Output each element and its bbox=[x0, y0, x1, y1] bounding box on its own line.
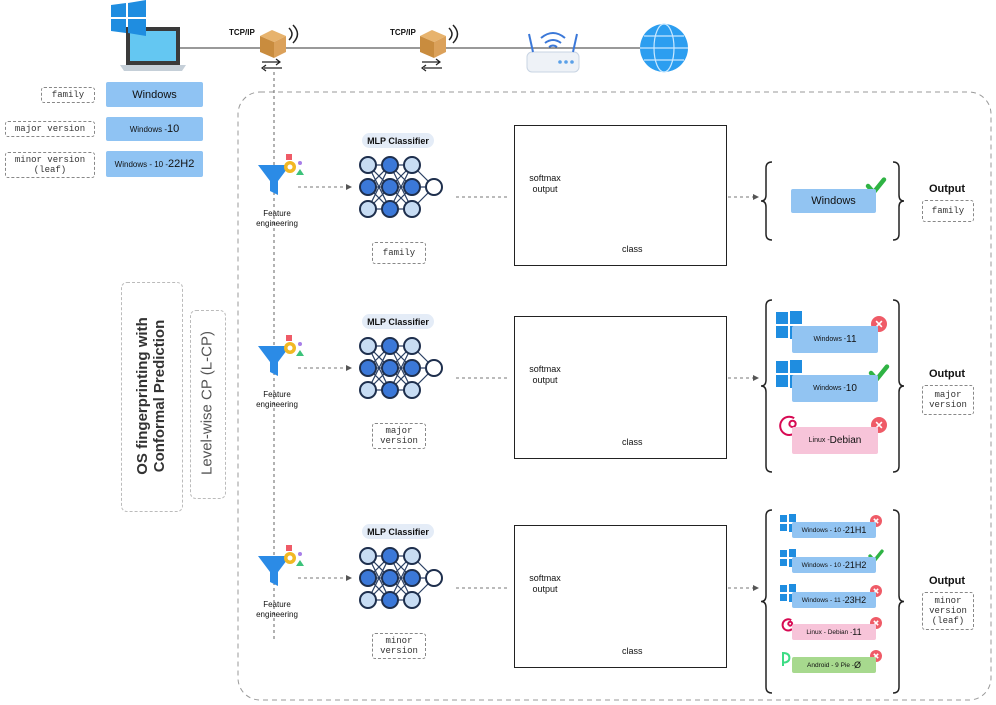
packet-icon bbox=[420, 24, 459, 72]
output-chip-minor: Linux - Debian - 11 bbox=[792, 624, 876, 640]
chip-value: 11 bbox=[846, 334, 857, 345]
softmax-chart-frame bbox=[514, 525, 727, 668]
mlp-classifier-label: MLP Classifier bbox=[362, 314, 434, 329]
debian-logo-icon bbox=[779, 415, 797, 436]
softmax-chart-frame bbox=[514, 316, 727, 459]
output-tag: family bbox=[922, 200, 974, 222]
main-title: OS fingerprinting with Conformal Predict… bbox=[134, 317, 168, 475]
feature-engineering-label: Feature engineering bbox=[256, 390, 298, 409]
set-brace-left bbox=[760, 299, 773, 473]
mlp-classifier-label: MLP Classifier bbox=[362, 133, 434, 148]
tcp-ip-label: TCP/IP bbox=[229, 28, 255, 37]
major-value: 10 bbox=[167, 123, 180, 135]
tcp-ip-label: TCP/IP bbox=[390, 28, 416, 37]
arrow-head bbox=[753, 194, 759, 200]
major-prefix: Windows - bbox=[129, 124, 168, 134]
chip-value: Ø bbox=[853, 660, 861, 670]
output-tag: minor version (leaf) bbox=[922, 592, 974, 630]
arrow-head bbox=[753, 375, 759, 381]
packet-icon bbox=[260, 24, 299, 72]
level-tag: family bbox=[372, 242, 426, 264]
level-tag: major version bbox=[372, 423, 426, 449]
set-brace-right bbox=[892, 509, 905, 694]
output-title: Output bbox=[928, 183, 966, 195]
softmax-axis-label: softmax output bbox=[529, 364, 561, 385]
arrow-head bbox=[346, 575, 352, 581]
level-tag-family: family bbox=[41, 87, 95, 103]
class-axis-label: class bbox=[622, 646, 643, 656]
output-chip-major: Linux - Debian bbox=[792, 427, 878, 454]
output-chip-minor: Windows - 10 - 21H2 bbox=[792, 557, 876, 573]
chip-value: Debian bbox=[829, 435, 862, 446]
output-chip-major: Windows - 11 bbox=[792, 326, 878, 353]
arrow-head bbox=[346, 184, 352, 190]
chip-prefix: Android - 9 Pie - bbox=[807, 661, 854, 669]
chip-prefix: Windows - 10 - bbox=[801, 561, 845, 569]
output-title: Output bbox=[928, 575, 966, 587]
chip-value: 11 bbox=[852, 627, 862, 637]
feature-engineering-label: Feature engineering bbox=[256, 209, 298, 228]
class-axis-label: class bbox=[622, 437, 643, 447]
neural-network-icon bbox=[359, 156, 443, 218]
softmax-chart-frame bbox=[514, 125, 727, 266]
major-value-box: Windows - 10 bbox=[106, 117, 203, 141]
level-tag-major: major version bbox=[5, 121, 95, 137]
softmax-axis-label: softmax output bbox=[529, 173, 561, 194]
set-brace-left bbox=[760, 161, 773, 241]
output-chip-family: Windows bbox=[791, 189, 876, 213]
level-tag: minor version bbox=[372, 633, 426, 659]
arrow-head bbox=[346, 365, 352, 371]
chip-prefix: Windows - 10 - bbox=[801, 526, 845, 534]
output-chip-major: Windows - 10 bbox=[792, 375, 878, 402]
pipeline-container bbox=[237, 91, 992, 701]
debian-logo-icon bbox=[781, 618, 794, 632]
sub-title-frame bbox=[190, 310, 226, 499]
laptop-icon bbox=[120, 27, 186, 71]
feature-engineering-icon bbox=[258, 335, 304, 376]
neural-network-icon bbox=[359, 337, 443, 399]
set-brace-right bbox=[892, 161, 905, 241]
softmax-axis-label: softmax output bbox=[529, 573, 561, 594]
chip-prefix: Windows - 11 - bbox=[801, 596, 845, 604]
set-brace-left bbox=[760, 509, 773, 694]
sub-title: Level-wise CP (L-CP) bbox=[198, 331, 216, 475]
output-tag: major version bbox=[922, 385, 974, 415]
feature-engineering-icon bbox=[258, 545, 304, 586]
arrow-head bbox=[753, 585, 759, 591]
output-chip-minor: Android - 9 Pie - Ø bbox=[792, 657, 876, 673]
class-axis-label: class bbox=[622, 244, 643, 254]
minor-value: 22H2 bbox=[168, 158, 195, 170]
output-chip-label: Windows bbox=[811, 195, 856, 207]
android-logo-icon bbox=[782, 651, 791, 666]
chip-prefix: Windows - bbox=[813, 336, 847, 343]
chip-prefix: Linux - Debian - bbox=[806, 628, 853, 636]
chip-value: 21H2 bbox=[844, 560, 867, 570]
globe-icon bbox=[640, 23, 688, 73]
mlp-classifier-label: MLP Classifier bbox=[362, 524, 434, 539]
chip-prefix: Windows - bbox=[813, 385, 846, 392]
output-chip-minor: Windows - 11 - 23H2 bbox=[792, 592, 876, 608]
feature-engineering-icon bbox=[258, 154, 304, 195]
chip-value: 23H2 bbox=[844, 595, 867, 605]
chip-value: 10 bbox=[845, 383, 857, 394]
router-icon bbox=[526, 32, 580, 73]
family-value: Windows bbox=[132, 88, 177, 101]
feature-engineering-label: Feature engineering bbox=[256, 600, 298, 619]
neural-network-icon bbox=[359, 547, 443, 609]
output-chip-minor: Windows - 10 - 21H1 bbox=[792, 522, 876, 538]
main-title-frame bbox=[121, 282, 183, 512]
family-value-box: Windows bbox=[106, 82, 203, 107]
chip-prefix: Linux - bbox=[808, 437, 830, 444]
output-title: Output bbox=[928, 368, 966, 380]
level-tag-minor: minor version (leaf) bbox=[5, 152, 95, 178]
minor-prefix: Windows - 10 - bbox=[114, 159, 169, 169]
minor-value-box: Windows - 10 - 22H2 bbox=[106, 151, 203, 177]
windows-logo-icon bbox=[111, 0, 146, 36]
chip-value: 21H1 bbox=[844, 525, 867, 535]
set-brace-right bbox=[892, 299, 905, 473]
